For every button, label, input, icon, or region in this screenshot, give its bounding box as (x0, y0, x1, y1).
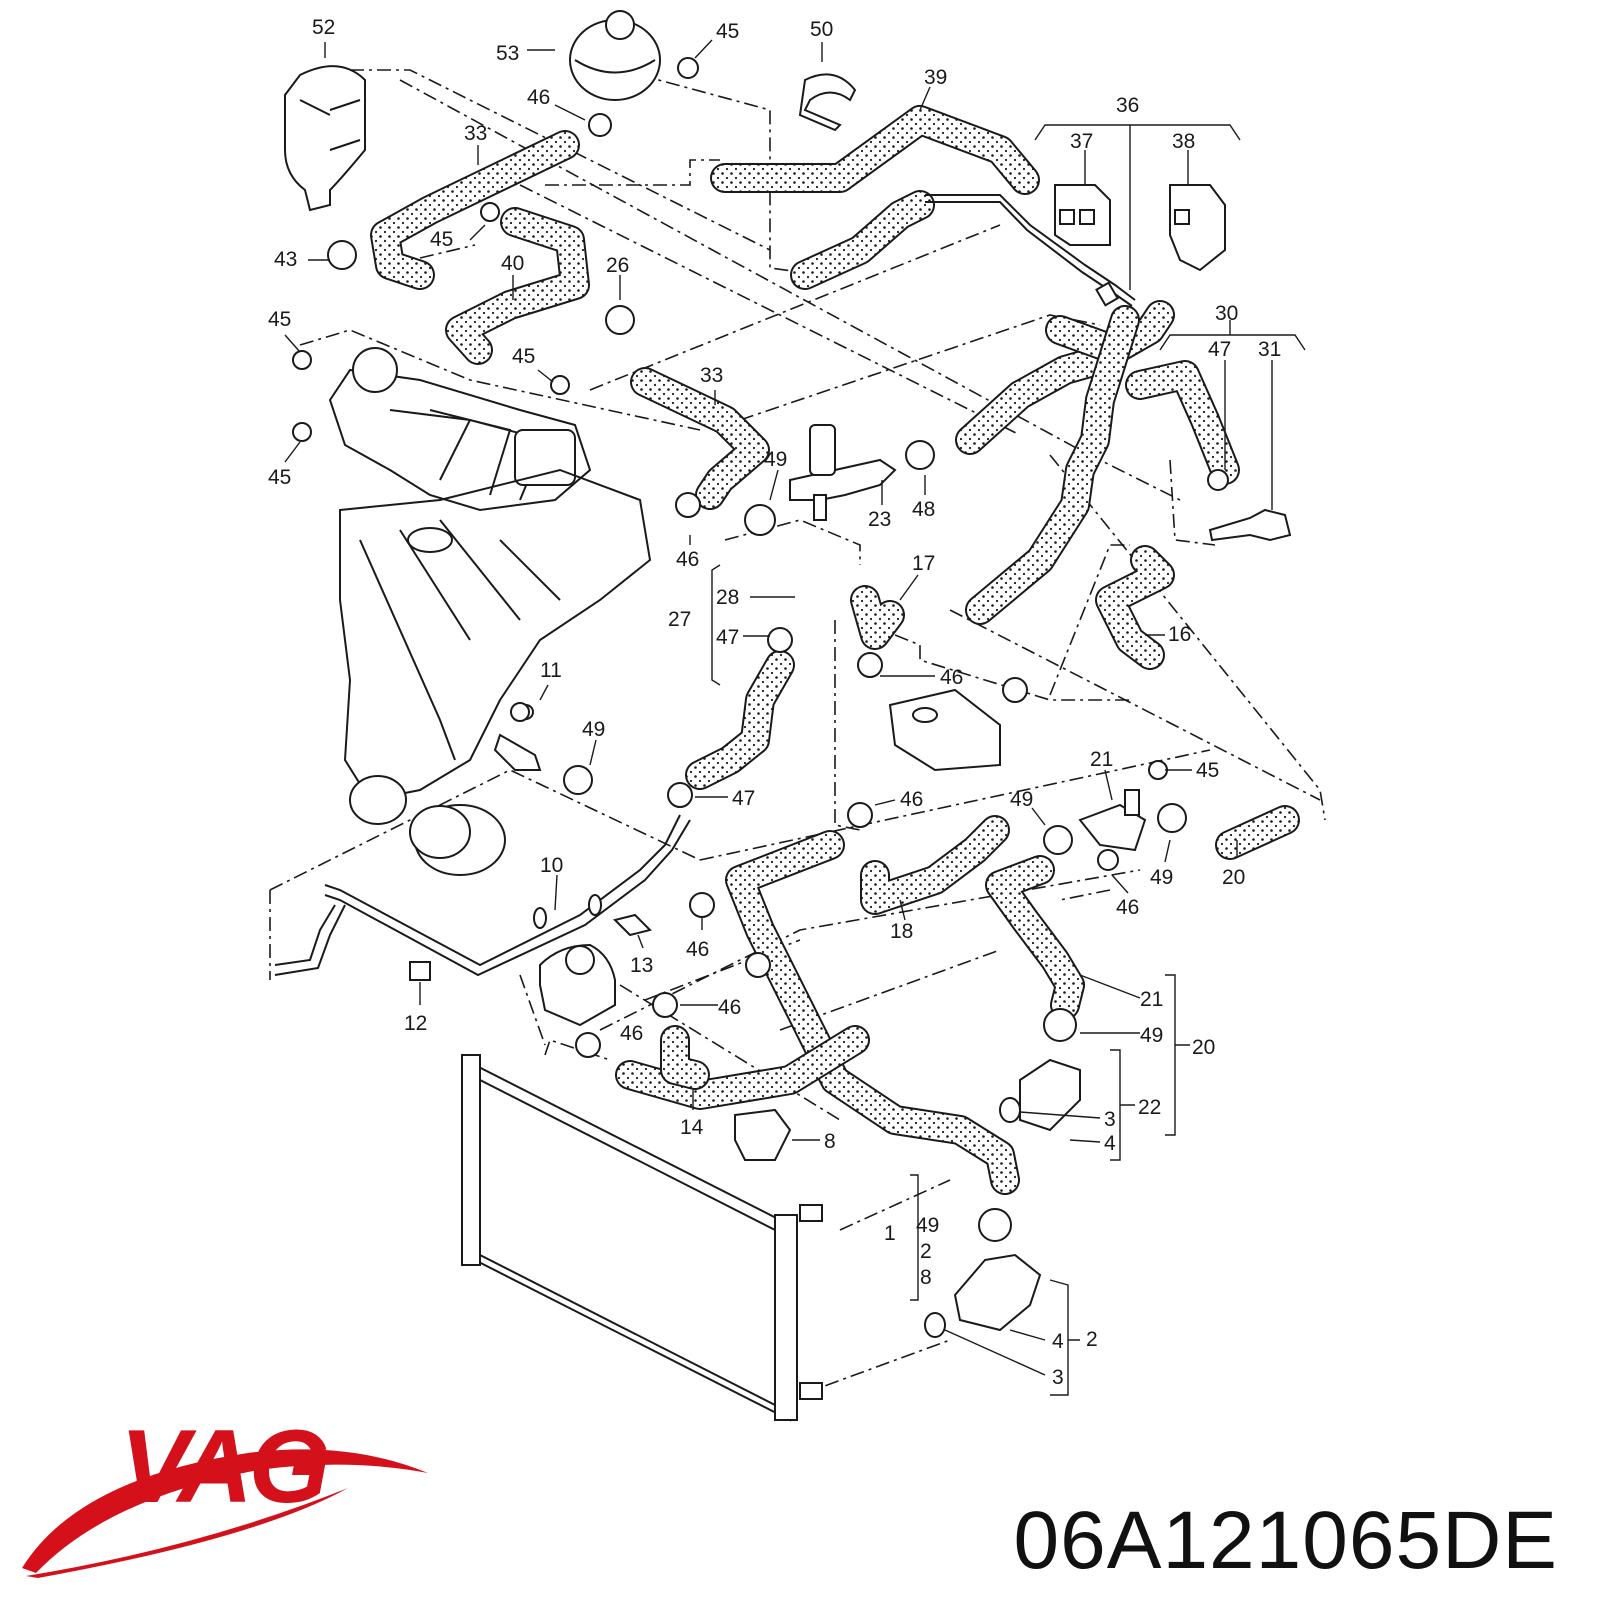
label-49: 49 (764, 448, 787, 471)
label-49: 49 (582, 718, 605, 741)
vag-logo-swoosh (22, 1449, 428, 1578)
label-46: 46 (940, 666, 963, 689)
label-8: 8 (920, 1266, 932, 1289)
label-27: 27 (668, 608, 691, 631)
connector-37 (1054, 184, 1111, 246)
label-47: 47 (716, 626, 739, 649)
label-47: 47 (732, 787, 755, 810)
label-26: 26 (606, 254, 629, 277)
label-31: 31 (1258, 338, 1281, 361)
label-13: 13 (630, 954, 653, 977)
label-2: 2 (1086, 1328, 1098, 1351)
label-46: 46 (1116, 896, 1139, 919)
label-22: 22 (1138, 1096, 1161, 1119)
label-49: 49 (1150, 866, 1173, 889)
label-46: 46 (686, 938, 709, 961)
reservoir-13 (539, 943, 616, 1027)
label-47: 47 (1208, 338, 1231, 361)
radiator (461, 1054, 823, 1422)
label-45: 45 (1196, 759, 1219, 782)
label-17: 17 (912, 552, 935, 575)
label-52: 52 (312, 16, 335, 39)
leader-lines (284, 39, 1306, 1396)
label-8: 8 (824, 1130, 836, 1153)
tank-53 (569, 10, 661, 101)
label-48: 48 (912, 498, 935, 521)
label-12: 12 (404, 1012, 427, 1035)
label-10: 10 (540, 854, 563, 877)
label-23: 23 (868, 508, 891, 531)
intake-manifold (328, 347, 592, 512)
part-number: 06A121065DE (1013, 1495, 1558, 1586)
flange-2 (924, 1253, 1042, 1338)
label-3: 3 (1104, 1108, 1116, 1131)
label-21: 21 (1140, 988, 1163, 1011)
label-3: 3 (1052, 1366, 1064, 1389)
brand-logo-text: VAG (120, 1409, 330, 1525)
tank-52 (284, 65, 366, 212)
label-46: 46 (527, 86, 550, 109)
label-38: 38 (1172, 130, 1195, 153)
label-37: 37 (1070, 130, 1093, 153)
label-45: 45 (268, 308, 291, 331)
label-36: 36 (1116, 94, 1139, 117)
label-18: 18 (890, 920, 913, 943)
label-45: 45 (716, 20, 739, 43)
label-46: 46 (718, 996, 741, 1019)
flange-22 (999, 1058, 1081, 1132)
label-46: 46 (900, 788, 923, 811)
label-16: 16 (1168, 623, 1191, 646)
label-4: 4 (1052, 1330, 1064, 1353)
coolant-pipe-10 (274, 814, 691, 977)
label-20: 20 (1222, 866, 1245, 889)
label-45: 45 (512, 345, 535, 368)
thin-pipe-36 (925, 194, 1136, 307)
label-45: 45 (268, 466, 291, 489)
label-40: 40 (501, 252, 524, 275)
label-11: 11 (540, 659, 562, 682)
label-33: 33 (700, 364, 723, 387)
cooler-box (888, 688, 1001, 772)
label-39: 39 (924, 66, 947, 89)
label-45: 45 (430, 228, 453, 251)
label-43: 43 (274, 248, 297, 271)
label-14: 14 (680, 1116, 704, 1139)
label-53: 53 (496, 42, 519, 65)
connector-38 (1169, 184, 1226, 272)
label-30: 30 (1215, 302, 1238, 325)
engine-block (339, 468, 652, 876)
label-46: 46 (676, 548, 699, 571)
label-49: 49 (1140, 1024, 1163, 1047)
t-piece-23 (789, 424, 897, 521)
fasteners (409, 702, 652, 981)
label-46: 46 (620, 1022, 643, 1045)
valve-31 (1208, 508, 1292, 542)
label-49: 49 (916, 1214, 939, 1237)
label-33: 33 (464, 122, 487, 145)
label-2: 2 (920, 1240, 932, 1263)
label-50: 50 (810, 18, 833, 41)
label-4: 4 (1104, 1132, 1116, 1155)
label-49: 49 (1010, 788, 1033, 811)
flange-21-upper (1078, 789, 1147, 852)
label-21: 21 (1090, 748, 1113, 771)
hoses (370, 105, 1300, 1195)
label-28: 28 (716, 586, 739, 609)
label-1: 1 (884, 1222, 896, 1245)
label-20: 20 (1192, 1036, 1215, 1059)
hose-clamps (292, 57, 1229, 1242)
part-labels: 52 53 45 50 46 39 36 37 38 33 45 40 26 4… (268, 16, 1281, 1389)
